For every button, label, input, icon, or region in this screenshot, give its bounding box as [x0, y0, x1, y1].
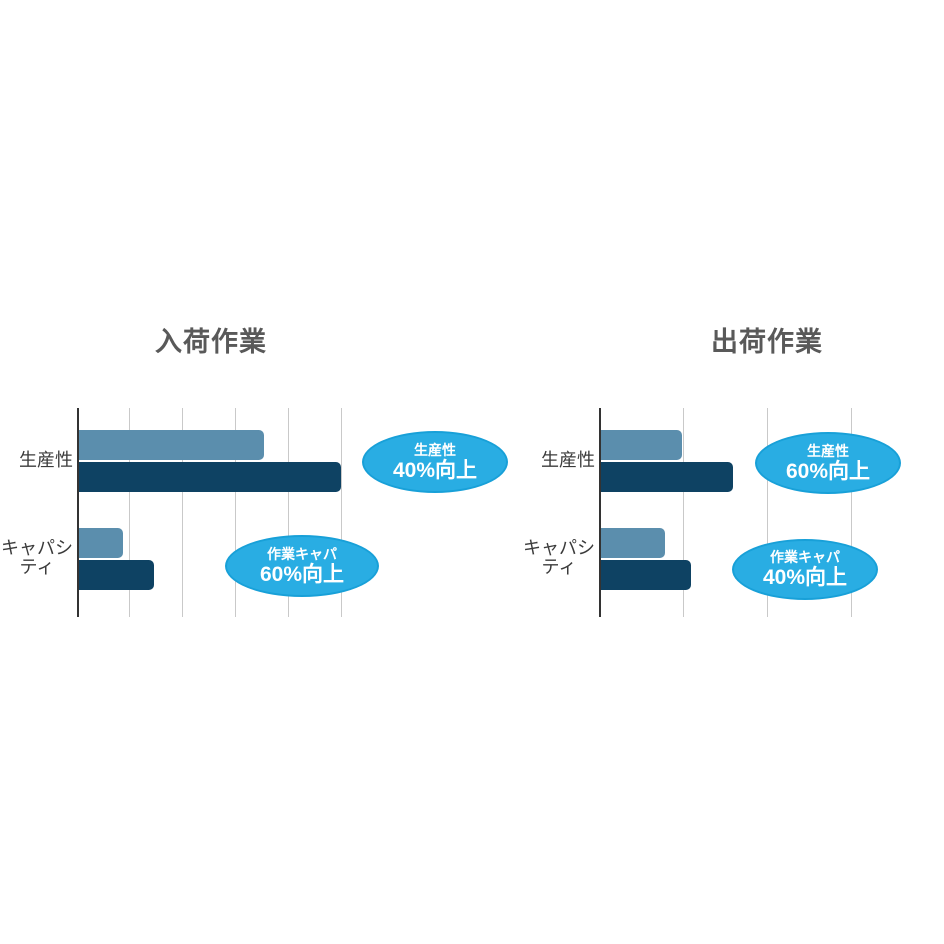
callout-line1: 生産性 — [807, 442, 849, 459]
bar-dark-blue — [601, 462, 733, 492]
bar-light-blue — [601, 430, 682, 460]
bar-light-blue — [79, 528, 123, 558]
chart-title-outbound: 出荷作業 — [711, 327, 823, 357]
callout-line1: 作業キャパ — [770, 549, 840, 565]
category-label: 生産性 — [541, 451, 595, 470]
callout-line2: 60%向上 — [259, 562, 345, 586]
callout-line2: 60%向上 — [785, 459, 871, 483]
chart-title-inbound: 入荷作業 — [155, 327, 267, 357]
callout-line2: 40%向上 — [762, 566, 848, 589]
category-label-line: 生産性 — [541, 450, 595, 470]
callout-line1: 生産性 — [414, 441, 456, 458]
gridline — [287, 408, 289, 617]
category-label: キャパシティ — [523, 539, 595, 577]
gridline — [850, 408, 852, 617]
gridline — [234, 408, 236, 617]
category-label: 生産性 — [19, 451, 73, 470]
gridline — [340, 408, 342, 617]
bar-dark-blue — [79, 560, 154, 590]
bar-light-blue — [79, 430, 264, 460]
bar-dark-blue — [79, 462, 341, 492]
plot-area — [77, 408, 342, 617]
y-axis-line — [77, 408, 79, 617]
bar-dark-blue — [601, 560, 691, 590]
category-label-line: キャパシ — [523, 538, 595, 558]
gridline — [682, 408, 684, 617]
gridline — [766, 408, 768, 617]
category-label-line: キャパシ — [1, 538, 73, 558]
bar-light-blue — [601, 528, 665, 558]
plot-area — [599, 408, 852, 617]
gridline — [129, 408, 131, 617]
category-label: キャパシティ — [1, 539, 73, 577]
category-label-line: ティ — [19, 557, 55, 577]
category-label-line: ティ — [541, 557, 577, 577]
callout-line2: 40%向上 — [392, 458, 478, 482]
category-label-line: 生産性 — [19, 450, 73, 470]
gridline — [182, 408, 184, 617]
y-axis-line — [599, 408, 601, 617]
callout-line1: 作業キャパ — [267, 545, 337, 562]
